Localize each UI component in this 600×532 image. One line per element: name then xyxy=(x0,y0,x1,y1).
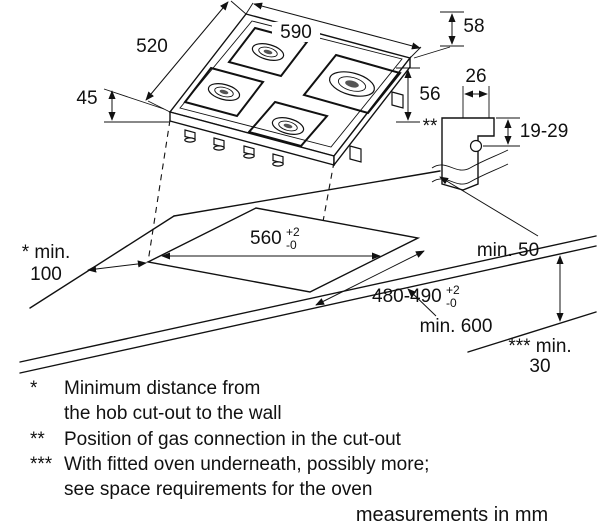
dim-cutout-depth-tol-minus: -0 xyxy=(446,296,457,310)
hob-foot xyxy=(349,145,362,163)
gas-connection-point xyxy=(469,139,483,153)
footnote-1-line1: Minimum distance from xyxy=(64,378,260,399)
footnote-3-marker: *** xyxy=(30,454,53,475)
dim-connection-height-label: 56 xyxy=(419,84,440,105)
dim-cutout-width-tol-minus: -0 xyxy=(286,238,297,252)
min-wall-label-line1: * min. xyxy=(22,242,71,263)
oven-front-line xyxy=(467,311,597,353)
min-oven-label-line2: 30 xyxy=(529,356,550,377)
worktop-rear-edge xyxy=(173,170,441,217)
cutout-cross-section xyxy=(441,117,495,191)
dimension-min-oven: *** min. 30 xyxy=(508,255,572,377)
burner-back-right-large xyxy=(302,53,402,115)
dim-cutout-depth-label: 480-490 xyxy=(372,286,442,307)
footnote-2-line1: Position of gas connection in the cut-ou… xyxy=(64,429,402,450)
hob-knobs xyxy=(184,129,284,167)
dimension-56: 56 xyxy=(396,67,441,123)
min-rear-label: min. 50 xyxy=(477,240,539,261)
projection-line xyxy=(147,119,171,263)
dimension-45: 45 xyxy=(76,88,169,123)
dim-gas-depth-label: 19-29 xyxy=(520,121,569,142)
dimension-min-depth: min. 600 xyxy=(407,288,493,337)
dim-cutout-width-tol-plus: +2 xyxy=(286,225,300,239)
dim-cutout-width-label: 560 xyxy=(250,228,282,249)
burner-front-center xyxy=(247,100,329,148)
footnote-1-line2: the hob cut-out to the wall xyxy=(64,403,282,424)
dimension-min-wall: * min. 100 xyxy=(22,242,147,285)
dim-hob-depth-label: 520 xyxy=(136,36,168,57)
gas-position-marker: ** xyxy=(423,116,438,137)
dim-cutout-depth-tol-plus: +2 xyxy=(446,283,460,297)
label-backplate xyxy=(272,22,320,42)
footnotes: * Minimum distance from the hob cut-out … xyxy=(30,378,429,500)
gas-connection-detail: 26 ** 19-29 xyxy=(423,66,569,191)
dimension-520: 520 xyxy=(136,0,247,113)
footnote-3-line1: With fitted oven underneath, possibly mo… xyxy=(64,454,429,475)
dim-rear-offset-label: 58 xyxy=(463,16,484,37)
hob-foot xyxy=(391,91,404,109)
dimension-58: 58 xyxy=(413,11,485,59)
dimension-590: 590 xyxy=(245,2,422,59)
dim-gas-offset-label: 26 xyxy=(465,66,486,87)
dimension-min-rear: min. 50 xyxy=(439,176,539,261)
measurements-note: measurements in mm xyxy=(356,504,548,526)
footnote-1-marker: * xyxy=(30,378,38,399)
footnote-2-marker: ** xyxy=(30,429,45,450)
break-line xyxy=(431,149,509,171)
min-oven-label-line1: *** min. xyxy=(508,336,571,357)
worktop-front-edge-bottom xyxy=(19,245,597,374)
worktop-front-edge-top xyxy=(19,235,597,363)
dim-hob-width-label: 590 xyxy=(280,22,312,43)
dim-hob-height-label: 45 xyxy=(76,88,97,109)
footnote-3-line2: see space requirements for the oven xyxy=(64,479,372,500)
min-wall-label-line2: 100 xyxy=(30,264,62,285)
dimension-cutout-depth: 480-490 +2 -0 xyxy=(315,250,460,310)
worktop-cutout xyxy=(145,207,421,293)
min-depth-label: min. 600 xyxy=(420,316,493,337)
